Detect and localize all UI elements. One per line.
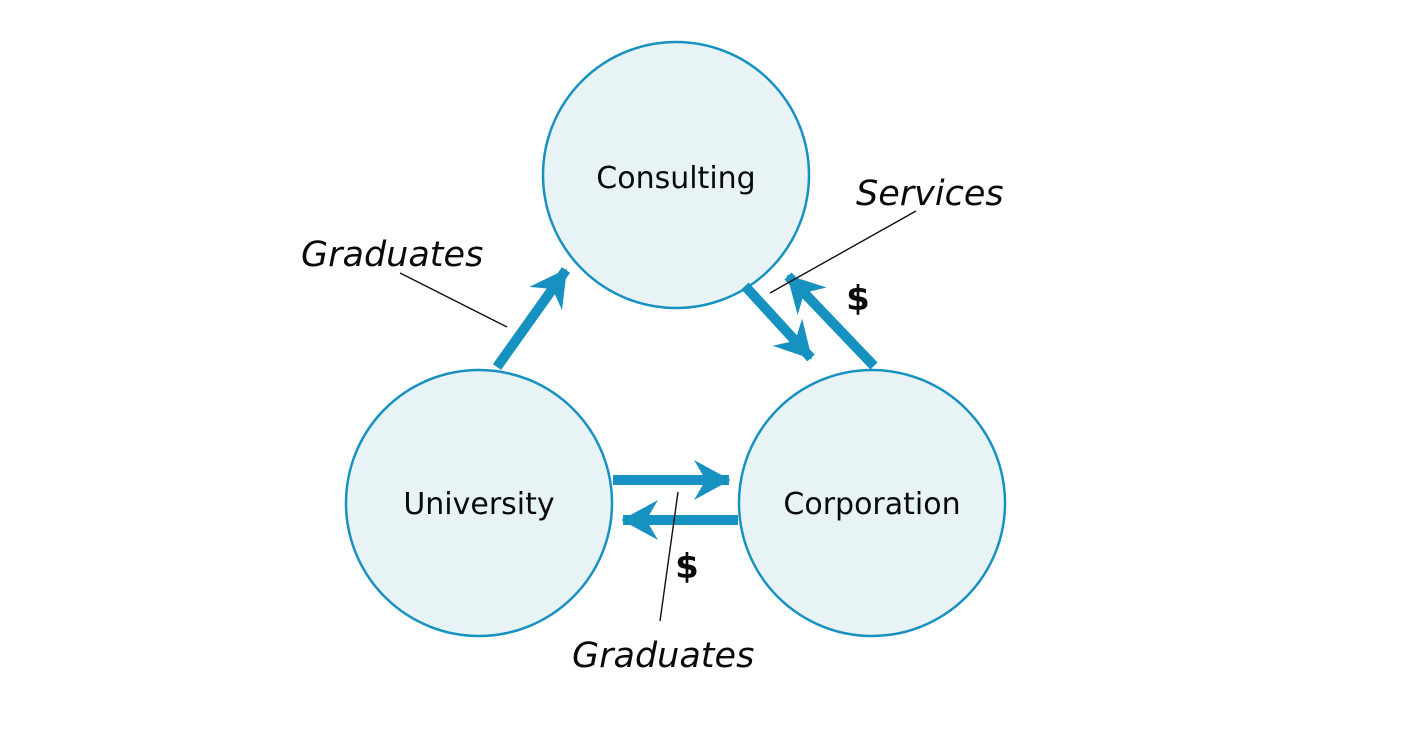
node-university-label: University xyxy=(403,487,554,522)
arrow-consulting-to-corporation xyxy=(741,282,815,362)
edge-label-dollar-right: $ xyxy=(846,279,870,319)
node-corporation-label: Corporation xyxy=(783,487,960,522)
edge-label-dollar-bottom: $ xyxy=(675,547,699,587)
arrow-university-to-consulting xyxy=(492,267,571,370)
node-corporation-circle xyxy=(737,368,1007,638)
node-consulting-label: Consulting xyxy=(596,161,755,196)
edge-label-services: Services xyxy=(856,174,1004,214)
node-consulting-circle xyxy=(541,40,811,310)
node-university-circle xyxy=(344,368,614,638)
arrow-corporation-to-consulting xyxy=(784,272,878,370)
leader-line-services xyxy=(769,210,917,294)
leader-line-graduates-bottom xyxy=(659,491,679,622)
edge-label-graduates-top: Graduates xyxy=(301,235,483,275)
leader-line-graduates-top xyxy=(399,272,508,328)
edge-label-graduates-bottom: Graduates xyxy=(572,636,754,676)
